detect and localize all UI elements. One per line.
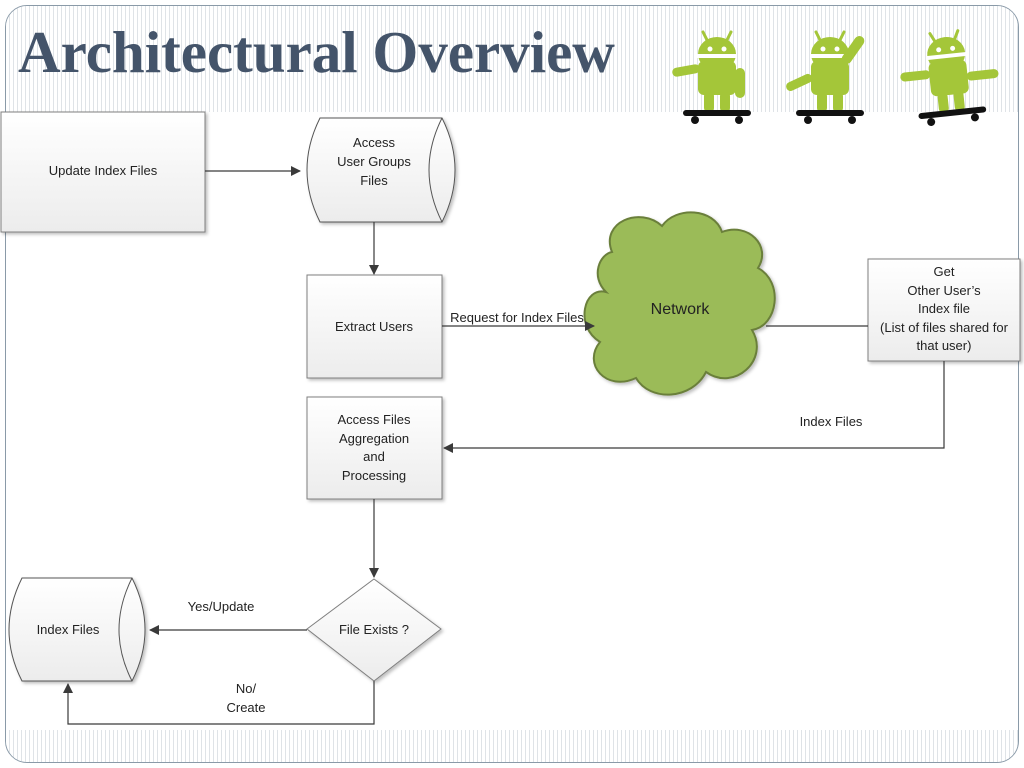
index-files-label: Index Files: [37, 622, 100, 637]
android-skateboarder-icon: [900, 27, 999, 129]
network-cloud-node: Network: [583, 211, 776, 396]
footer-stripe: [6, 730, 1018, 762]
update-index-files-label: Update Index Files: [49, 163, 158, 178]
get-other-label-5: that user): [917, 338, 972, 353]
edge-request-label: Request for Index Files: [450, 310, 584, 325]
index-files-node: Index Files: [8, 577, 146, 682]
android-mascots: [672, 27, 999, 129]
aggregation-label-1: Access Files: [338, 412, 411, 427]
edge-get-other-to-aggregation: [443, 361, 945, 453]
slide-title: Architectural Overview: [18, 19, 615, 85]
get-other-label-4: (List of files shared for: [880, 320, 1009, 335]
get-other-label-2: Other User’s: [907, 283, 981, 298]
aggregation-label-4: Processing: [342, 468, 406, 483]
edge-no-label: No/: [236, 681, 257, 696]
android-skateboarder-icon: [786, 30, 866, 126]
access-user-groups-node: Access User Groups Files: [306, 117, 456, 223]
get-other-user-index-node: Get Other User’s Index file (List of fil…: [867, 258, 1021, 362]
android-skateboarder-icon: [672, 30, 753, 126]
update-index-files-node: Update Index Files: [0, 111, 206, 233]
edge-decision-no-create: [63, 681, 375, 725]
file-exists-decision-node: File Exists ?: [306, 578, 442, 682]
aggregation-label-3: and: [363, 449, 385, 464]
get-other-label-3: Index file: [918, 301, 970, 316]
edge-yes-update-label: Yes/Update: [188, 599, 255, 614]
file-exists-label: File Exists ?: [339, 622, 409, 637]
edge-index-files-label: Index Files: [800, 414, 863, 429]
access-user-groups-label-1: Access: [353, 135, 395, 150]
aggregation-processing-node: Access Files Aggregation and Processing: [306, 396, 443, 500]
extract-users-label: Extract Users: [335, 319, 414, 334]
access-user-groups-label-2: User Groups: [337, 154, 411, 169]
access-user-groups-label-3: Files: [360, 173, 388, 188]
get-other-label-1: Get: [934, 264, 955, 279]
slide-frame: [5, 5, 1019, 763]
network-label: Network: [651, 301, 711, 318]
extract-users-node: Extract Users: [306, 274, 443, 379]
aggregation-label-2: Aggregation: [339, 431, 409, 446]
edge-create-label: Create: [226, 700, 265, 715]
